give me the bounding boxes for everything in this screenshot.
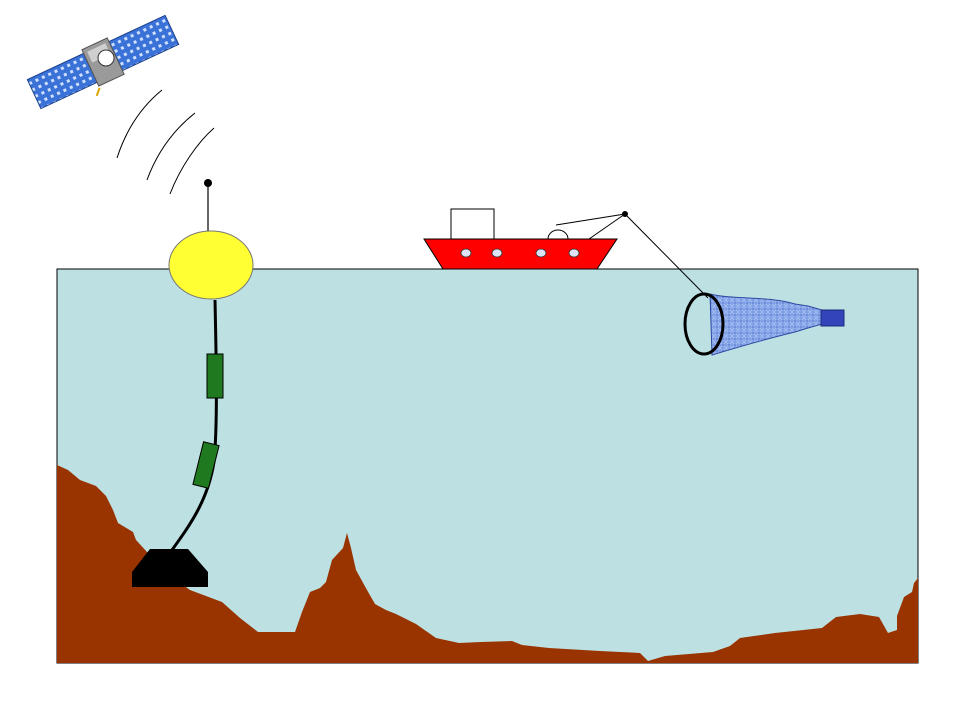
buoy-icon [168,230,254,300]
porthole-1 [460,248,472,258]
porthole-3 [535,248,547,258]
tow-cable [624,213,709,299]
ship-hull [423,238,618,270]
seabed-terrain [57,465,918,663]
trawl-net-icon [683,292,845,356]
signal-waves-icon [116,89,215,195]
porthole-4 [568,248,580,258]
net-mouth-ring [683,292,725,356]
ship-dome [547,229,569,240]
ship-cabin [450,208,495,240]
ship-crane [555,213,626,240]
solar-panel-right [108,14,180,72]
satellite-icon [26,14,180,110]
ship-icon [423,208,628,270]
satellite-dish [97,49,115,67]
sensor-lower [192,441,220,489]
anchor-weight-icon [132,549,208,587]
porthole-2 [491,248,503,258]
net-cod-end [820,309,845,327]
antenna-tip [204,179,212,187]
solar-panel-left [26,52,98,110]
sensor-upper [206,353,224,399]
